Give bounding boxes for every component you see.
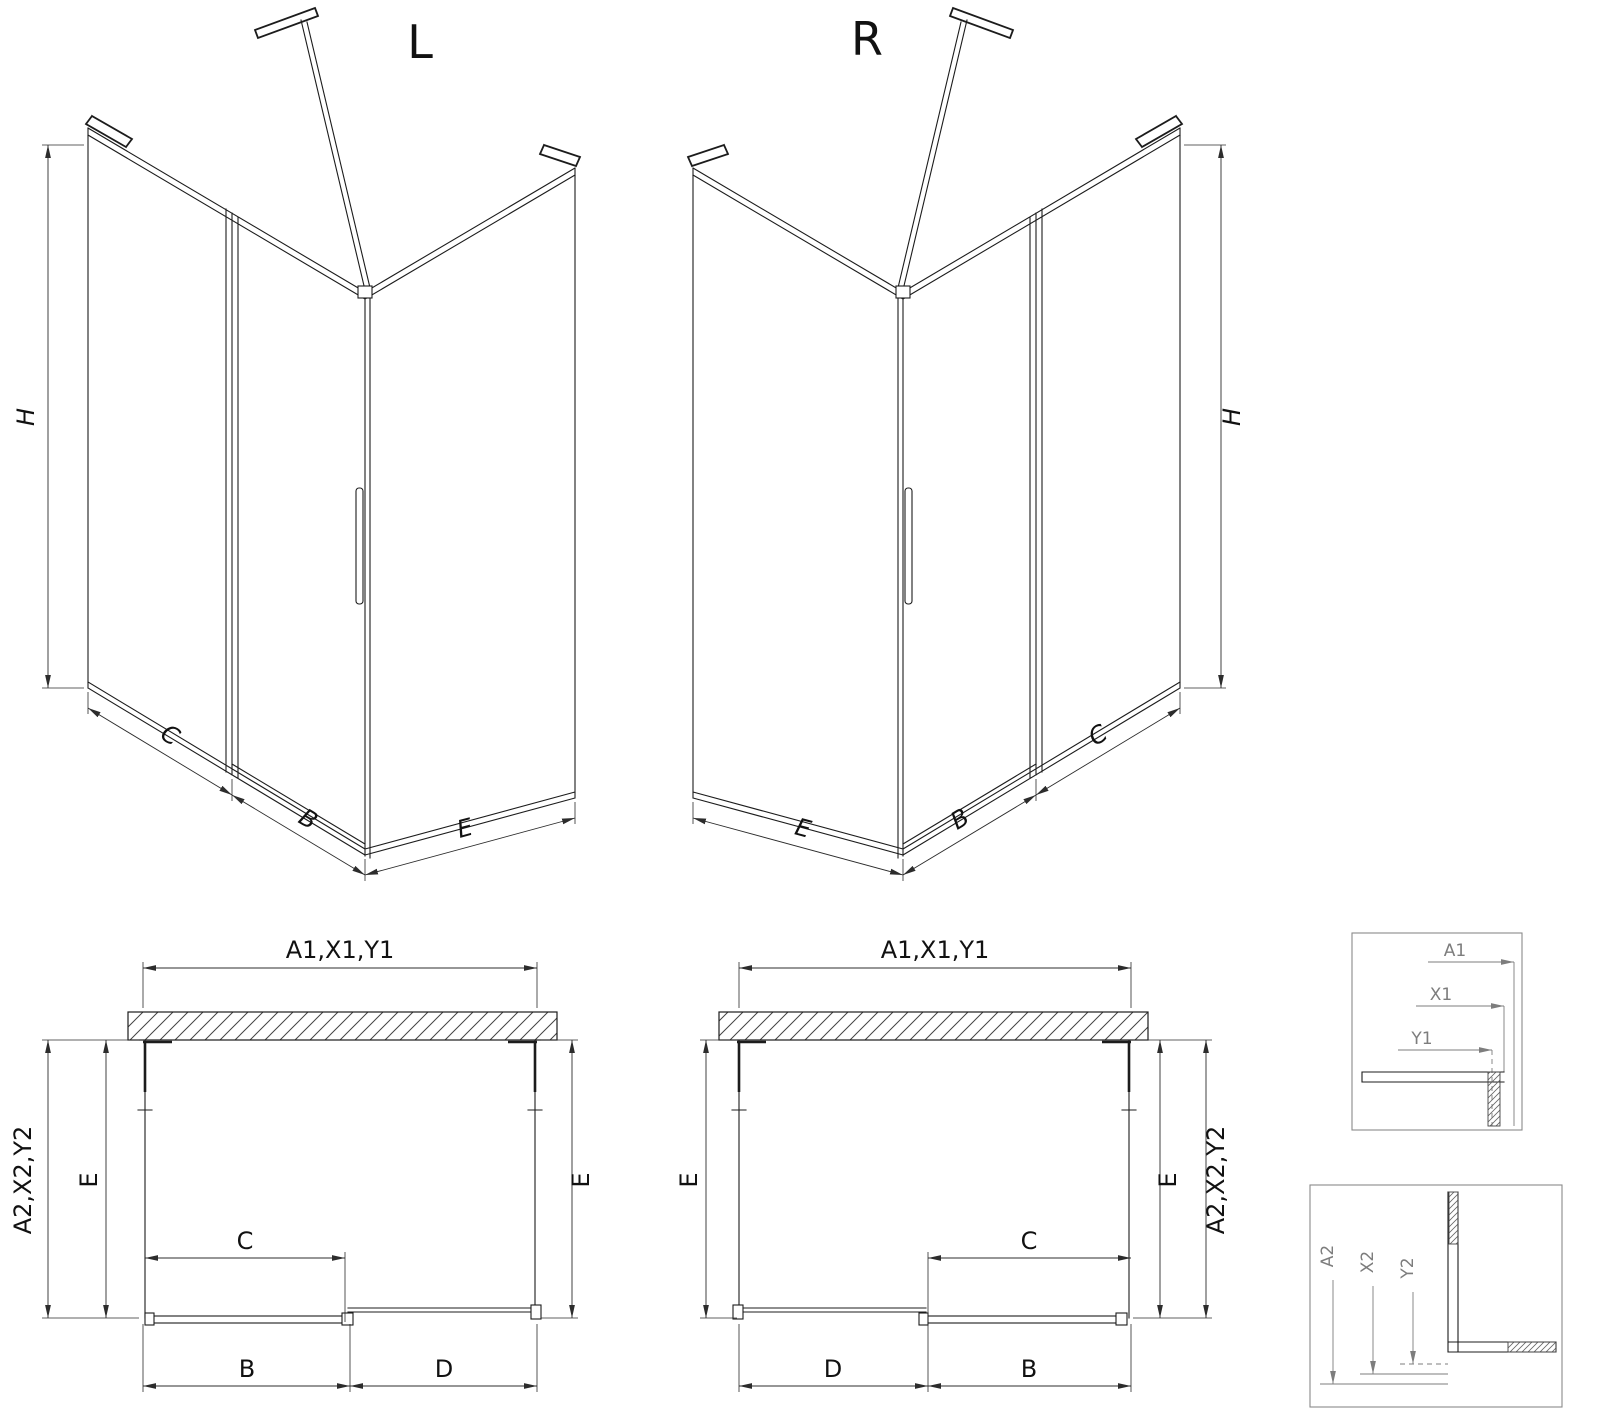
extension-lines bbox=[692, 144, 1226, 881]
glass-section-hatched bbox=[1487, 1071, 1501, 1127]
glass-section-hatched bbox=[1507, 1341, 1557, 1353]
plan-wall-profiles-right bbox=[737, 1040, 1131, 1092]
dim-label-fixed-right: C bbox=[1083, 719, 1112, 752]
plan-view-left: A1,X1,Y1 A2,X2,Y2 E E C B D bbox=[9, 936, 595, 1392]
dim-label-door-left: B bbox=[294, 803, 323, 835]
corner-profile-left bbox=[357, 285, 373, 299]
wall-section-hatched bbox=[127, 1011, 558, 1041]
wall-brackets-left bbox=[84, 6, 582, 168]
dim-label-depth-right: E bbox=[1154, 1172, 1182, 1187]
iso-view-right: R H C B E bbox=[686, 6, 1246, 881]
dim-label-height-left: H bbox=[12, 408, 40, 426]
extension-lines bbox=[42, 144, 576, 881]
datum-lines bbox=[1503, 962, 1515, 1126]
door-handle-left bbox=[355, 487, 364, 605]
iso-view-left: L H C B E bbox=[12, 6, 582, 881]
dim-label-height-right: H bbox=[1218, 408, 1246, 426]
wall-brackets-right bbox=[686, 6, 1184, 168]
dim-label-width-top: A1,X1,Y1 bbox=[881, 936, 990, 964]
dim-label-depth-right: E bbox=[567, 1172, 595, 1187]
door-end-cap bbox=[918, 1312, 929, 1326]
detail-label-x2: X2 bbox=[1358, 1251, 1378, 1273]
extension-lines bbox=[42, 962, 578, 1392]
extension-lines bbox=[700, 962, 1212, 1392]
dim-label-depth-outer: A2,X2,Y2 bbox=[9, 1126, 37, 1235]
plan-glass-left bbox=[137, 1039, 543, 1319]
door-handle-right bbox=[904, 487, 913, 605]
dim-label-door: B bbox=[239, 1355, 255, 1383]
detail-label-y1: Y1 bbox=[1410, 1029, 1432, 1049]
dim-label-fixed: D bbox=[824, 1355, 842, 1383]
dim-label-depth-left: E bbox=[675, 1172, 703, 1187]
door-end-cap bbox=[144, 1312, 155, 1326]
dim-label-opening: C bbox=[1021, 1227, 1038, 1255]
dim-label-door: B bbox=[1021, 1355, 1037, 1383]
dim-label-fixed: D bbox=[435, 1355, 453, 1383]
detail-frame bbox=[1351, 932, 1523, 1131]
plan-glass-right bbox=[731, 1039, 1137, 1319]
plan-wall-profiles-left bbox=[143, 1040, 537, 1092]
dim-label-fixed-left: C bbox=[156, 719, 185, 752]
glass-section-hatched bbox=[1448, 1191, 1459, 1245]
dim-line-side bbox=[364, 817, 576, 876]
detail-view-bottom: A2 X2 Y2 bbox=[1309, 1184, 1563, 1408]
variant-label-right: R bbox=[851, 12, 883, 66]
detail-label-a2: A2 bbox=[1318, 1245, 1338, 1267]
enclosure-outline-right bbox=[692, 19, 1181, 859]
sliding-door-plan bbox=[923, 1315, 1125, 1324]
dim-line-door bbox=[231, 794, 366, 876]
wall-profile-block bbox=[732, 1304, 744, 1320]
plan-view-right: A1,X1,Y1 E E A2,X2,Y2 C D B bbox=[675, 936, 1230, 1392]
corner-profile-section bbox=[1447, 1191, 1557, 1353]
dim-label-door-right: B bbox=[946, 803, 975, 835]
corner-profile-right bbox=[895, 285, 911, 299]
door-end-cap bbox=[341, 1312, 354, 1326]
dim-line-side bbox=[692, 817, 904, 876]
sliding-door-plan bbox=[149, 1315, 351, 1324]
dim-label-depth-outer: A2,X2,Y2 bbox=[1202, 1126, 1230, 1235]
dim-label-opening: C bbox=[237, 1227, 254, 1255]
wall-profile-block bbox=[530, 1304, 542, 1320]
variant-label-left: L bbox=[407, 15, 433, 69]
dim-line-fixed bbox=[1035, 707, 1181, 796]
dim-line-door bbox=[902, 794, 1037, 876]
dim-label-side-left: E bbox=[454, 813, 477, 844]
dim-line-fixed bbox=[87, 707, 233, 796]
wall-section-hatched bbox=[718, 1011, 1149, 1041]
detail-frame bbox=[1309, 1184, 1563, 1408]
detail-label-x1: X1 bbox=[1430, 985, 1452, 1005]
detail-label-y2: Y2 bbox=[1398, 1257, 1418, 1279]
dim-label-depth-left: E bbox=[75, 1172, 103, 1187]
wall-profile-section bbox=[1361, 1071, 1505, 1083]
door-end-cap bbox=[1115, 1312, 1128, 1326]
dim-label-width-top: A1,X1,Y1 bbox=[286, 936, 395, 964]
datum-lines bbox=[1320, 1373, 1448, 1385]
detail-label-a1: A1 bbox=[1444, 941, 1466, 961]
detail-view-top: A1 X1 Y1 bbox=[1351, 932, 1523, 1131]
dim-label-side-right: E bbox=[792, 813, 815, 844]
